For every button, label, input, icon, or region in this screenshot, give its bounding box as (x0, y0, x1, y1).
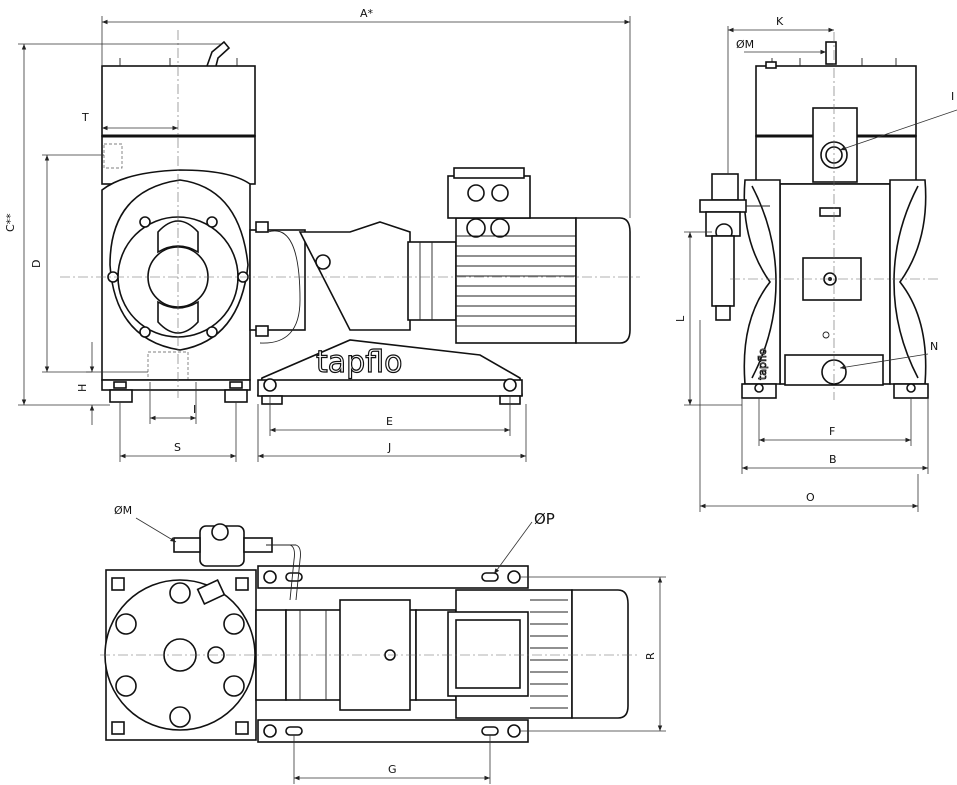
dim-label-a: A* (360, 7, 374, 20)
air-fitting-icon (206, 40, 231, 67)
dim-label-j: J (387, 441, 391, 454)
pump-head-top (101, 65, 256, 137)
brand-logo-side: tapflo (756, 348, 769, 380)
top-view: ØM ØP R G (100, 504, 666, 784)
dim-label-i: I (193, 403, 196, 416)
dim-label-d: D (30, 260, 43, 268)
dim-label-h: H (76, 384, 89, 392)
dim-label-m-side: ØM (736, 38, 754, 51)
dim-label-s: S (174, 441, 181, 454)
dim-label-r: R (644, 652, 657, 660)
front-view: tapflo A* (4, 7, 640, 462)
motor (447, 167, 631, 344)
coupling-flange (249, 229, 306, 331)
dim-label-p: ØP (534, 510, 555, 528)
lantern-bracket (298, 221, 411, 331)
dim-label-b: B (829, 453, 837, 466)
dim-label-m-top: ØM (114, 504, 132, 517)
dim-label-e: E (386, 415, 393, 428)
brand-logo: tapflo (316, 345, 402, 380)
filter-regulator (699, 173, 770, 321)
dim-label-t: T (81, 111, 89, 124)
dim-label-g: G (388, 763, 397, 776)
dim-label-upper-port: I (951, 90, 954, 103)
dim-label-l: L (674, 315, 687, 322)
terminal-box-top (447, 611, 529, 697)
terminal-box (447, 175, 531, 219)
side-view: tapflo K ØM I N (674, 15, 957, 512)
dim-label-n: N (930, 340, 938, 353)
dim-label-f: F (829, 425, 835, 438)
dim-label-k: K (776, 15, 784, 28)
dim-label-c: C** (4, 213, 17, 232)
dim-label-o: O (806, 491, 815, 504)
head-bolt-icons (115, 582, 245, 728)
air-fitting-side-icon (825, 41, 837, 65)
